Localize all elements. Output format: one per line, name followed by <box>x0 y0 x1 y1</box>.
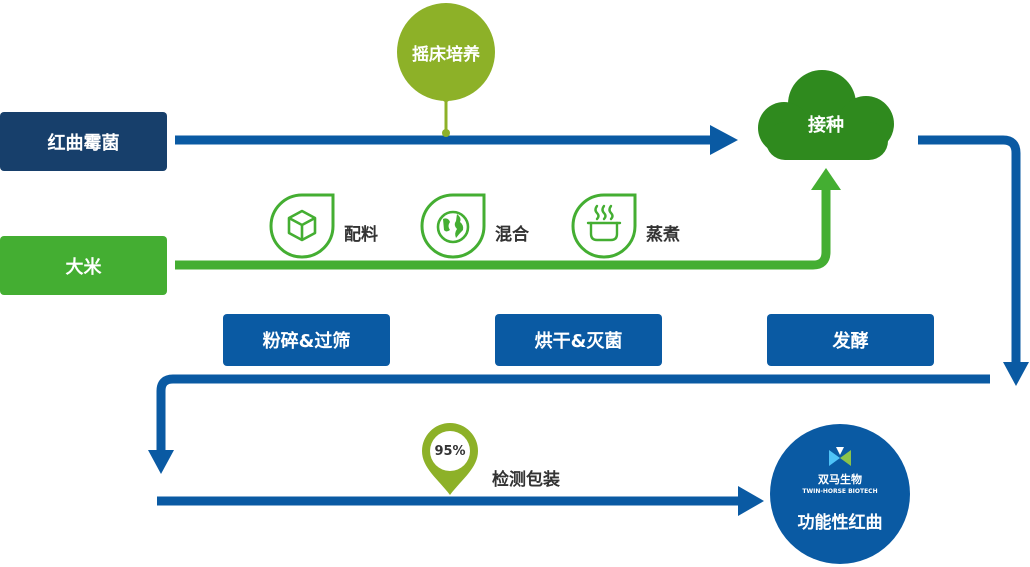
arrow-line-middle <box>156 374 990 450</box>
node-rice: 大米 <box>0 236 167 295</box>
box-icon <box>269 193 335 259</box>
node-hongqu-meijun: 红曲霉菌 <box>0 112 167 171</box>
node-fermentation: 发酵 <box>767 314 934 366</box>
cloud-shape <box>758 70 894 160</box>
node-shaking-culture-label: 摇床培养 <box>412 44 480 65</box>
arrow-head-middle-down <box>148 450 174 474</box>
culture-stem-bottom-dot <box>442 129 450 137</box>
node-shaking-culture: 摇床培养 <box>397 3 495 101</box>
node-final-product-label: 功能性红曲 <box>797 512 883 533</box>
node-final-product: 双马生物 TWIN-HORSE BIOTECH 功能性红曲 <box>770 424 910 564</box>
node-rice-label: 大米 <box>65 256 102 278</box>
arrow-head-right-down <box>1003 362 1029 386</box>
arrow-head-rice <box>811 168 841 190</box>
arrow-line-rice <box>175 188 831 270</box>
node-drying-sterilizing-label: 烘干&灭菌 <box>534 331 623 352</box>
node-crushing-sieving: 粉碎&过筛 <box>223 314 390 366</box>
arrow-head-bottom <box>738 486 764 516</box>
arrow-line-right-down <box>918 135 1021 362</box>
purity-badge-value: 95% <box>434 443 466 459</box>
brand-name-cn: 双马生物 <box>818 473 862 486</box>
step-inspection-packaging-label: 检测包装 <box>492 470 560 490</box>
brand-logo-icon <box>829 447 851 466</box>
node-inoculation: 接种 <box>752 102 900 146</box>
brand-name-en: TWIN-HORSE BIOTECH <box>802 487 878 495</box>
step-steaming-label: 蒸煮 <box>646 225 680 245</box>
node-fermentation-label: 发酵 <box>832 331 869 352</box>
node-inoculation-label: 接种 <box>808 115 844 136</box>
step-batching-label: 配料 <box>344 225 378 245</box>
globe-icon <box>420 193 486 259</box>
node-crushing-sieving-label: 粉碎&过筛 <box>262 331 351 352</box>
map-pin-icon <box>422 423 478 495</box>
node-hongqu-meijun-label: 红曲霉菌 <box>47 132 120 154</box>
steaming-pot-icon <box>571 193 637 259</box>
arrow-head-top <box>710 125 738 155</box>
node-drying-sterilizing: 烘干&灭菌 <box>495 314 662 366</box>
purity-badge: 95% <box>430 431 470 471</box>
step-mixing-label: 混合 <box>495 225 529 245</box>
